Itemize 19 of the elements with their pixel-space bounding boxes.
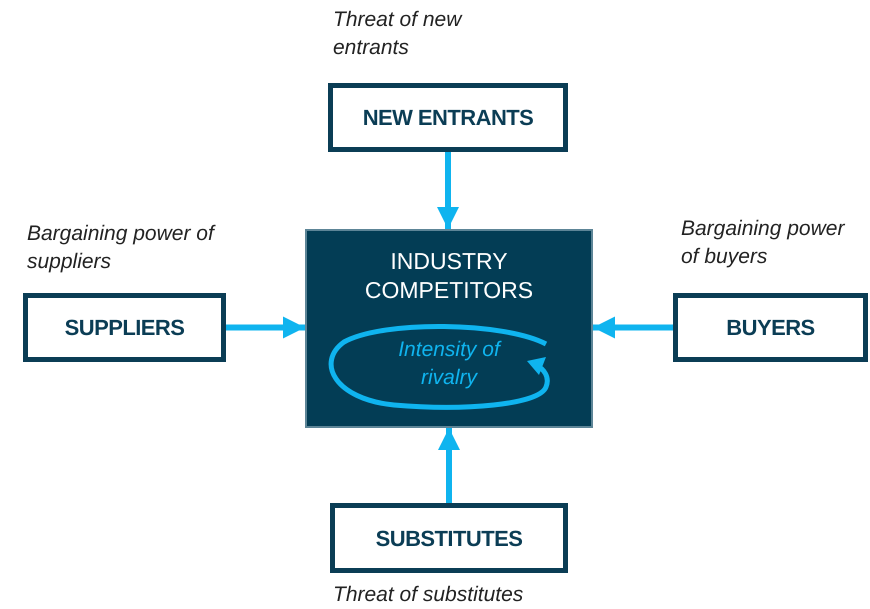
arrow (593, 316, 673, 338)
force-caption: Threat of substitutes (333, 582, 524, 608)
arrow (438, 428, 460, 503)
box-label: NEW ENTRANTS (362, 104, 534, 132)
force-caption: Bargaining power of suppliers (27, 221, 217, 275)
force-box (673, 293, 868, 362)
force-box (23, 293, 226, 362)
central-box (305, 229, 593, 428)
box-label: SUPPLIERS (64, 314, 184, 342)
arrow (226, 316, 305, 338)
box-title: INDUSTRY COMPETITORS (364, 247, 534, 305)
force-caption: Threat of new entrants (333, 7, 464, 61)
loop-label: Intensity of rivalry (397, 337, 503, 391)
force-box (330, 503, 568, 573)
force-box (328, 83, 568, 152)
box-label: BUYERS (726, 314, 815, 342)
box-label: SUBSTITUTES (376, 524, 522, 552)
force-caption: Bargaining power of buyers (681, 216, 846, 270)
arrow (437, 152, 459, 229)
